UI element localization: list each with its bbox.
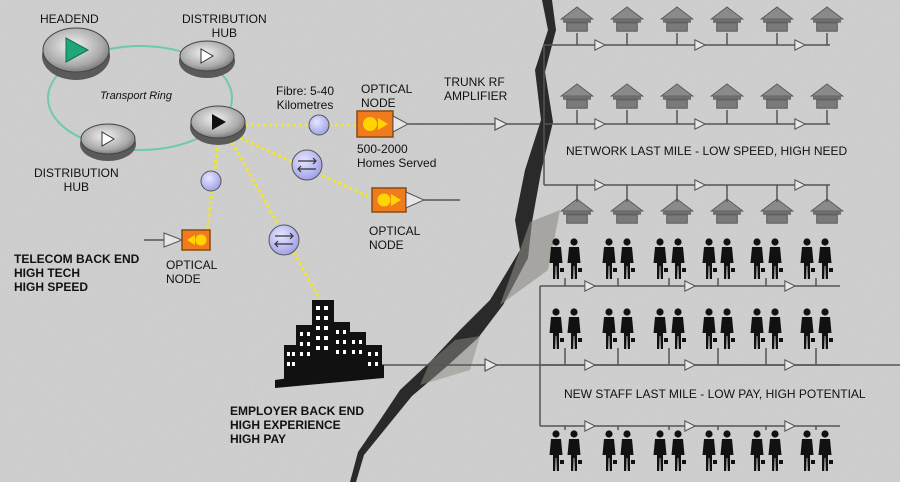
fibre-splice-icon bbox=[268, 224, 300, 256]
fibre-splice-icon bbox=[200, 170, 222, 192]
distribution-hub-left[interactable] bbox=[80, 123, 136, 161]
office-building-icon bbox=[275, 300, 384, 388]
play-icon bbox=[65, 37, 90, 63]
last-mile-grid bbox=[539, 6, 844, 471]
play-outline-icon bbox=[101, 131, 115, 147]
fibre-splice-icon bbox=[291, 149, 323, 181]
optical-node-left[interactable] bbox=[163, 229, 211, 251]
play-outline-icon bbox=[200, 48, 214, 64]
headend-node[interactable] bbox=[42, 27, 110, 80]
fibre-splices bbox=[200, 114, 330, 256]
distribution-hub-top[interactable] bbox=[179, 40, 235, 78]
headend-label: HEADEND bbox=[40, 12, 99, 26]
new-staff-last-mile-label: NEW STAFF LAST MILE - LOW PAY, HIGH POTE… bbox=[564, 387, 866, 401]
wall-crack bbox=[350, 0, 560, 482]
central-hub[interactable] bbox=[190, 105, 246, 145]
transport-ring-label: Transport Ring bbox=[100, 90, 172, 102]
transport-ring bbox=[47, 45, 233, 151]
fibre-splice-icon bbox=[308, 114, 330, 136]
network-last-mile-label: NETWORK LAST MILE - LOW SPEED, HIGH NEED bbox=[566, 144, 848, 158]
play-icon bbox=[212, 114, 226, 130]
optical-node-mid[interactable] bbox=[371, 187, 426, 213]
optical-node-main[interactable] bbox=[356, 110, 410, 138]
